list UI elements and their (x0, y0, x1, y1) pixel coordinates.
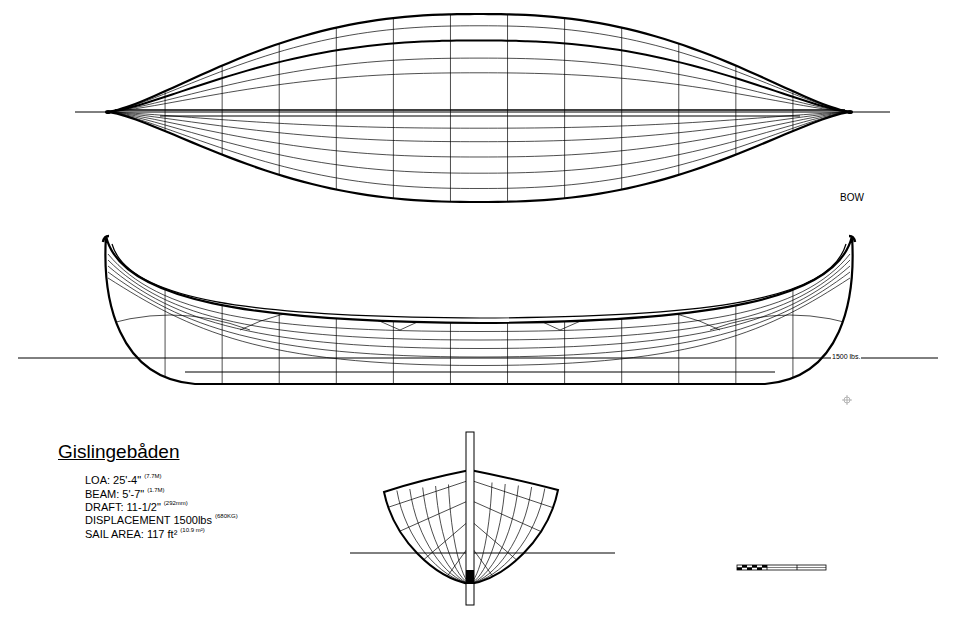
metric-value: (1.7M) (147, 487, 164, 494)
spec-line: BEAM: 5'-7" (85, 488, 144, 500)
waterline-label: 1500 lbs. (831, 353, 861, 361)
spec-line: LOA: 25'-4" (85, 474, 141, 486)
spec-line: DISPLACEMENT 1500lbs (85, 514, 212, 526)
profile-view (18, 230, 938, 405)
metric-value: (680KG) (215, 513, 238, 520)
spec-line: SAIL AREA: 117 ft² (85, 528, 177, 540)
scale-bar (737, 565, 826, 570)
metric-value: (7.7M) (144, 473, 161, 480)
body-plan (350, 432, 615, 605)
view-label: BOW (840, 192, 864, 203)
plan-view (75, 0, 890, 220)
spec-line: DRAFT: 11-1/2" (85, 501, 161, 513)
metric-value: (292mm) (164, 500, 188, 507)
boat-title: Gislingebåden (58, 442, 179, 463)
metric-value: (10.9 m²) (180, 527, 204, 534)
